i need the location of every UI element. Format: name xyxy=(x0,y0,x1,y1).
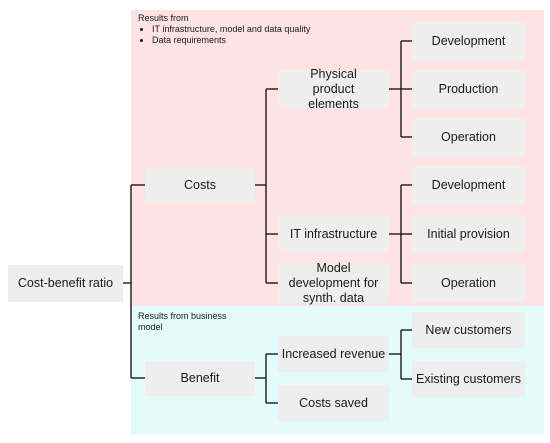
costs-saved-node: Costs saved xyxy=(278,385,389,421)
existing-customers-node: Existing customers xyxy=(412,361,525,397)
costs-note-title: Results from xyxy=(138,13,189,23)
costs-note-item: IT infrastructure, model and data qualit… xyxy=(152,24,310,35)
benefit-node: Benefit xyxy=(145,361,255,396)
it-initial-provision-node: Initial provision xyxy=(412,215,525,253)
root-node: Cost-benefit ratio xyxy=(8,265,123,302)
physical-product-elements-node: Physical product elements xyxy=(278,67,389,111)
benefit-note: Results from business model xyxy=(138,311,228,333)
benefit-note-title: Results from business model xyxy=(138,311,227,332)
it-infrastructure-node: IT infrastructure xyxy=(278,216,389,252)
it-operation-node: Operation xyxy=(412,264,525,302)
costs-note-list: IT infrastructure, model and data qualit… xyxy=(138,24,310,46)
costs-note: Results from IT infrastructure, model an… xyxy=(138,13,310,46)
it-development-node: Development xyxy=(412,166,525,204)
increased-revenue-node: Increased revenue xyxy=(278,336,389,372)
costs-node: Costs xyxy=(145,168,255,203)
physical-production-node: Production xyxy=(412,70,525,108)
model-development-node: Model development for synth. data xyxy=(278,261,389,305)
physical-development-node: Development xyxy=(412,22,525,60)
physical-operation-node: Operation xyxy=(412,118,525,156)
costs-note-item: Data requirements xyxy=(152,35,310,46)
new-customers-node: New customers xyxy=(412,312,525,348)
